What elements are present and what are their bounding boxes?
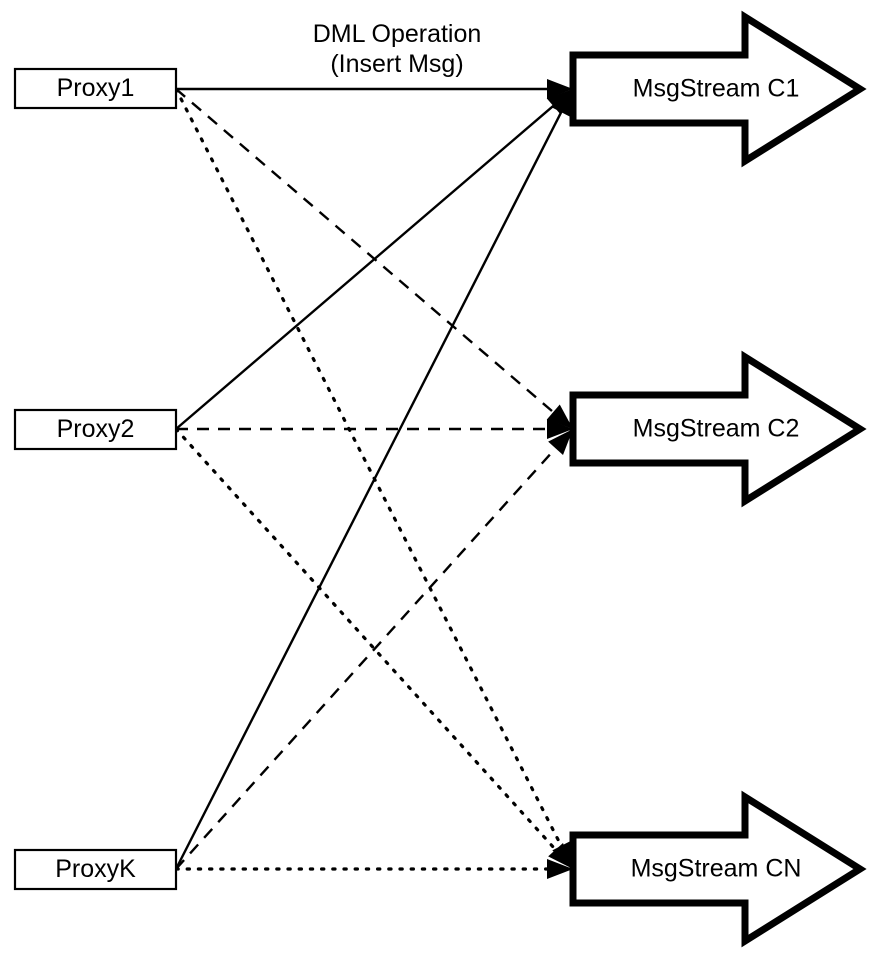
msgstream-label-stream_c1: MsgStream C1 — [633, 75, 800, 103]
edge-proxyk-to-c2 — [175, 442, 562, 870]
dml-operation-annotation: DML Operation (Insert Msg) — [313, 20, 482, 78]
arrowheads-layer — [546, 79, 573, 879]
proxy-label-proxy1: Proxy1 — [57, 74, 135, 102]
arrowhead-proxy1-to-c2 — [546, 404, 573, 429]
edge-proxyk-to-c1 — [174, 105, 566, 870]
proxy-node-proxy2[interactable]: Proxy2 — [13, 408, 178, 451]
arrowhead-proxyk-to-c2 — [548, 429, 573, 456]
msgstream-label-stream_cn: MsgStream CN — [631, 855, 802, 883]
proxy-box-proxy1[interactable] — [13, 67, 178, 110]
msgstream-node-stream_c2[interactable]: MsgStream C2 — [569, 350, 867, 508]
proxy-box-proxyk[interactable] — [13, 848, 178, 891]
arrowhead-proxyk-to-cn — [547, 859, 573, 879]
proxy-label-proxyk: ProxyK — [55, 855, 136, 883]
msgstream-arrow-shape-stream_cn[interactable] — [569, 790, 867, 948]
proxy-node-proxyk[interactable]: ProxyK — [13, 848, 178, 891]
proxy-label-proxy2: Proxy2 — [57, 415, 135, 443]
proxy-box-proxy2[interactable] — [13, 408, 178, 451]
msgstream-arrow-shape-stream_c1[interactable] — [569, 10, 867, 168]
msgstream-arrow-shape-stream_c2[interactable] — [569, 350, 867, 508]
proxy-node-proxy1[interactable]: Proxy1 — [13, 67, 178, 110]
msgstream-label-stream_c2: MsgStream C2 — [633, 415, 800, 443]
edge-proxy2-to-c1 — [175, 100, 560, 430]
msgstream-node-stream_cn[interactable]: MsgStream CN — [569, 790, 867, 948]
msgstream-nodes-layer: MsgStream C1 MsgStream C2 MsgStream CN — [569, 10, 867, 948]
arrowhead-proxy2-to-cn — [548, 842, 573, 869]
edges-layer — [174, 87, 567, 871]
arrowhead-proxy2-to-c2 — [547, 419, 573, 439]
msgstream-node-stream_c1[interactable]: MsgStream C1 — [569, 10, 867, 168]
arrowhead-proxy1-to-c1 — [547, 79, 573, 99]
arrowhead-proxyk-to-c1 — [552, 89, 573, 117]
edge-proxy1-to-c2 — [175, 88, 560, 418]
annotation-line-2: (Insert Msg) — [330, 50, 463, 78]
annotation-line-1: DML Operation — [313, 20, 482, 48]
edge-proxy1-to-cn — [174, 87, 567, 854]
